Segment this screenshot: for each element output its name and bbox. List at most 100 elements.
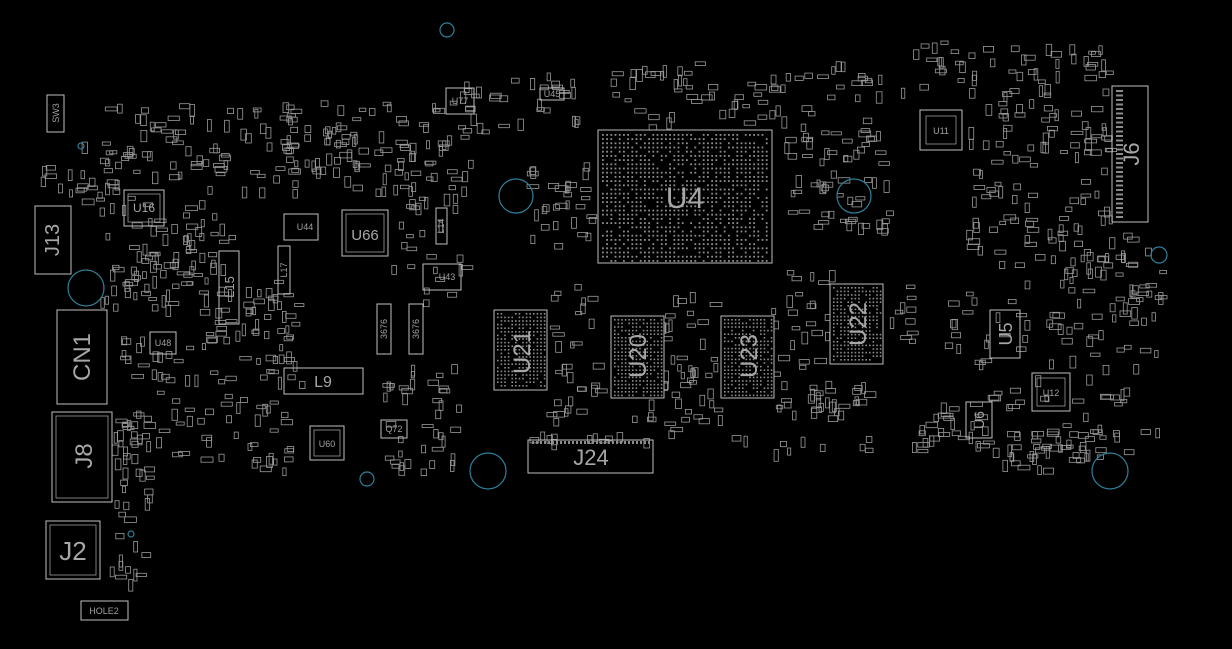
bga-ball bbox=[843, 315, 846, 318]
bga-ball bbox=[757, 155, 760, 157]
bga-ball bbox=[660, 351, 663, 353]
bga-ball bbox=[879, 294, 882, 296]
connector-cn1[interactable]: CN1 bbox=[56, 309, 108, 405]
chip-u21[interactable]: U21 bbox=[493, 309, 548, 391]
bga-ball bbox=[681, 184, 684, 187]
bga-ball bbox=[876, 355, 878, 357]
passive-pad bbox=[198, 290, 210, 295]
passive-pad bbox=[786, 270, 795, 276]
switch-sw3[interactable]: SW3 bbox=[46, 94, 65, 133]
passive-pad bbox=[278, 354, 285, 364]
passive-pad bbox=[123, 501, 130, 511]
chip-u77[interactable]: U77 bbox=[445, 87, 475, 115]
chip-u22[interactable]: U22 bbox=[829, 283, 884, 365]
passive-pad bbox=[408, 186, 413, 197]
passive-pad bbox=[299, 381, 306, 389]
chip-u48[interactable]: U48 bbox=[149, 331, 177, 355]
connector-j13[interactable]: J13 bbox=[34, 205, 72, 275]
chip-u44[interactable]: U44 bbox=[283, 213, 319, 241]
chip-u43[interactable]: U43 bbox=[422, 263, 462, 291]
bga-ball bbox=[673, 260, 676, 262]
bga-ball bbox=[507, 356, 510, 358]
passive-pad bbox=[265, 288, 273, 299]
passive-pad bbox=[210, 370, 219, 375]
bga-ball bbox=[861, 351, 864, 354]
passive-pad bbox=[861, 382, 866, 395]
chip-u66[interactable]: U66 bbox=[341, 209, 389, 257]
bga-ball bbox=[715, 167, 718, 170]
label-u16: U16 bbox=[133, 201, 155, 215]
connector-j8[interactable]: J8 bbox=[51, 411, 113, 503]
bga-ball bbox=[504, 356, 506, 358]
bga-ball bbox=[698, 226, 701, 229]
bga-ball bbox=[515, 381, 517, 383]
passive-pad bbox=[1094, 190, 1100, 199]
chip-u45[interactable]: U45 bbox=[539, 87, 565, 101]
chip-u12[interactable]: U12 bbox=[1031, 372, 1071, 412]
passive-pad bbox=[664, 323, 670, 333]
bga-ball bbox=[540, 356, 542, 358]
chip-u6[interactable]: U6 bbox=[965, 401, 993, 439]
connector-j24[interactable]: J24 bbox=[527, 439, 654, 474]
passive-pad bbox=[1141, 317, 1147, 326]
inductor-l14[interactable]: L14 bbox=[435, 207, 448, 245]
resistor-3676-b[interactable]: 3676 bbox=[408, 303, 424, 355]
bga-ball bbox=[749, 234, 751, 237]
bga-ball bbox=[529, 331, 531, 333]
bga-ball bbox=[723, 155, 726, 157]
passive-pad bbox=[905, 318, 916, 325]
chip-u16[interactable]: U16 bbox=[123, 189, 165, 227]
bga-ball bbox=[621, 337, 623, 339]
connector-j6[interactable]: J6 bbox=[1111, 85, 1149, 223]
bga-ball bbox=[745, 355, 748, 357]
bga-ball bbox=[749, 355, 751, 357]
resistor-3676-a[interactable]: 3676 bbox=[376, 303, 392, 355]
bga-ball bbox=[738, 369, 740, 371]
bga-ball bbox=[639, 205, 642, 208]
hole2-marker[interactable]: HOLE2 bbox=[80, 600, 129, 621]
bga-ball bbox=[602, 155, 604, 157]
passive-pad bbox=[562, 363, 573, 370]
connector-pin bbox=[1116, 184, 1123, 187]
inductor-l9[interactable]: L9 bbox=[283, 367, 364, 395]
passive-pad bbox=[1101, 394, 1114, 400]
passive-pad bbox=[281, 310, 287, 323]
passive-pad bbox=[462, 128, 473, 134]
bga-ball bbox=[851, 333, 853, 336]
bga-ball bbox=[694, 138, 697, 140]
bga-ball bbox=[734, 322, 737, 325]
bga-ball bbox=[690, 222, 692, 224]
bga-ball bbox=[602, 234, 604, 237]
passive-pad bbox=[105, 150, 114, 156]
chip-u5[interactable]: U5 bbox=[989, 309, 1021, 359]
bga-ball bbox=[851, 297, 853, 300]
chip-u60[interactable]: U60 bbox=[309, 425, 345, 461]
chip-u20[interactable]: U20 bbox=[610, 315, 665, 399]
inductor-l17[interactable]: L17 bbox=[277, 245, 291, 295]
chip-u11[interactable]: U11 bbox=[919, 109, 963, 151]
bga-ball bbox=[738, 333, 740, 335]
bga-ball bbox=[621, 329, 623, 332]
passive-pad bbox=[335, 122, 342, 133]
chip-q72[interactable]: Q72 bbox=[380, 419, 408, 439]
mounting-hole bbox=[1150, 246, 1168, 264]
chip-u23[interactable]: U23 bbox=[720, 315, 775, 399]
bga-ball bbox=[711, 239, 713, 241]
passive-pad bbox=[460, 91, 467, 104]
bga-ball bbox=[677, 134, 680, 136]
bga-ball bbox=[740, 260, 743, 262]
bga-ball bbox=[749, 369, 751, 371]
bga-ball bbox=[656, 234, 659, 237]
chip-u4[interactable]: U4 bbox=[597, 129, 773, 264]
passive-pad bbox=[433, 266, 438, 275]
bga-ball bbox=[760, 383, 762, 386]
bga-ball bbox=[742, 394, 744, 397]
bga-ball bbox=[711, 197, 713, 199]
bga-ball bbox=[833, 333, 835, 336]
bga-ball bbox=[635, 243, 638, 245]
passive-pad bbox=[133, 292, 138, 301]
inductor-l15[interactable]: L15 bbox=[218, 250, 240, 325]
connector-j2[interactable]: J2 bbox=[45, 520, 101, 580]
connector-pin bbox=[1116, 94, 1123, 97]
bga-ball bbox=[757, 251, 760, 254]
